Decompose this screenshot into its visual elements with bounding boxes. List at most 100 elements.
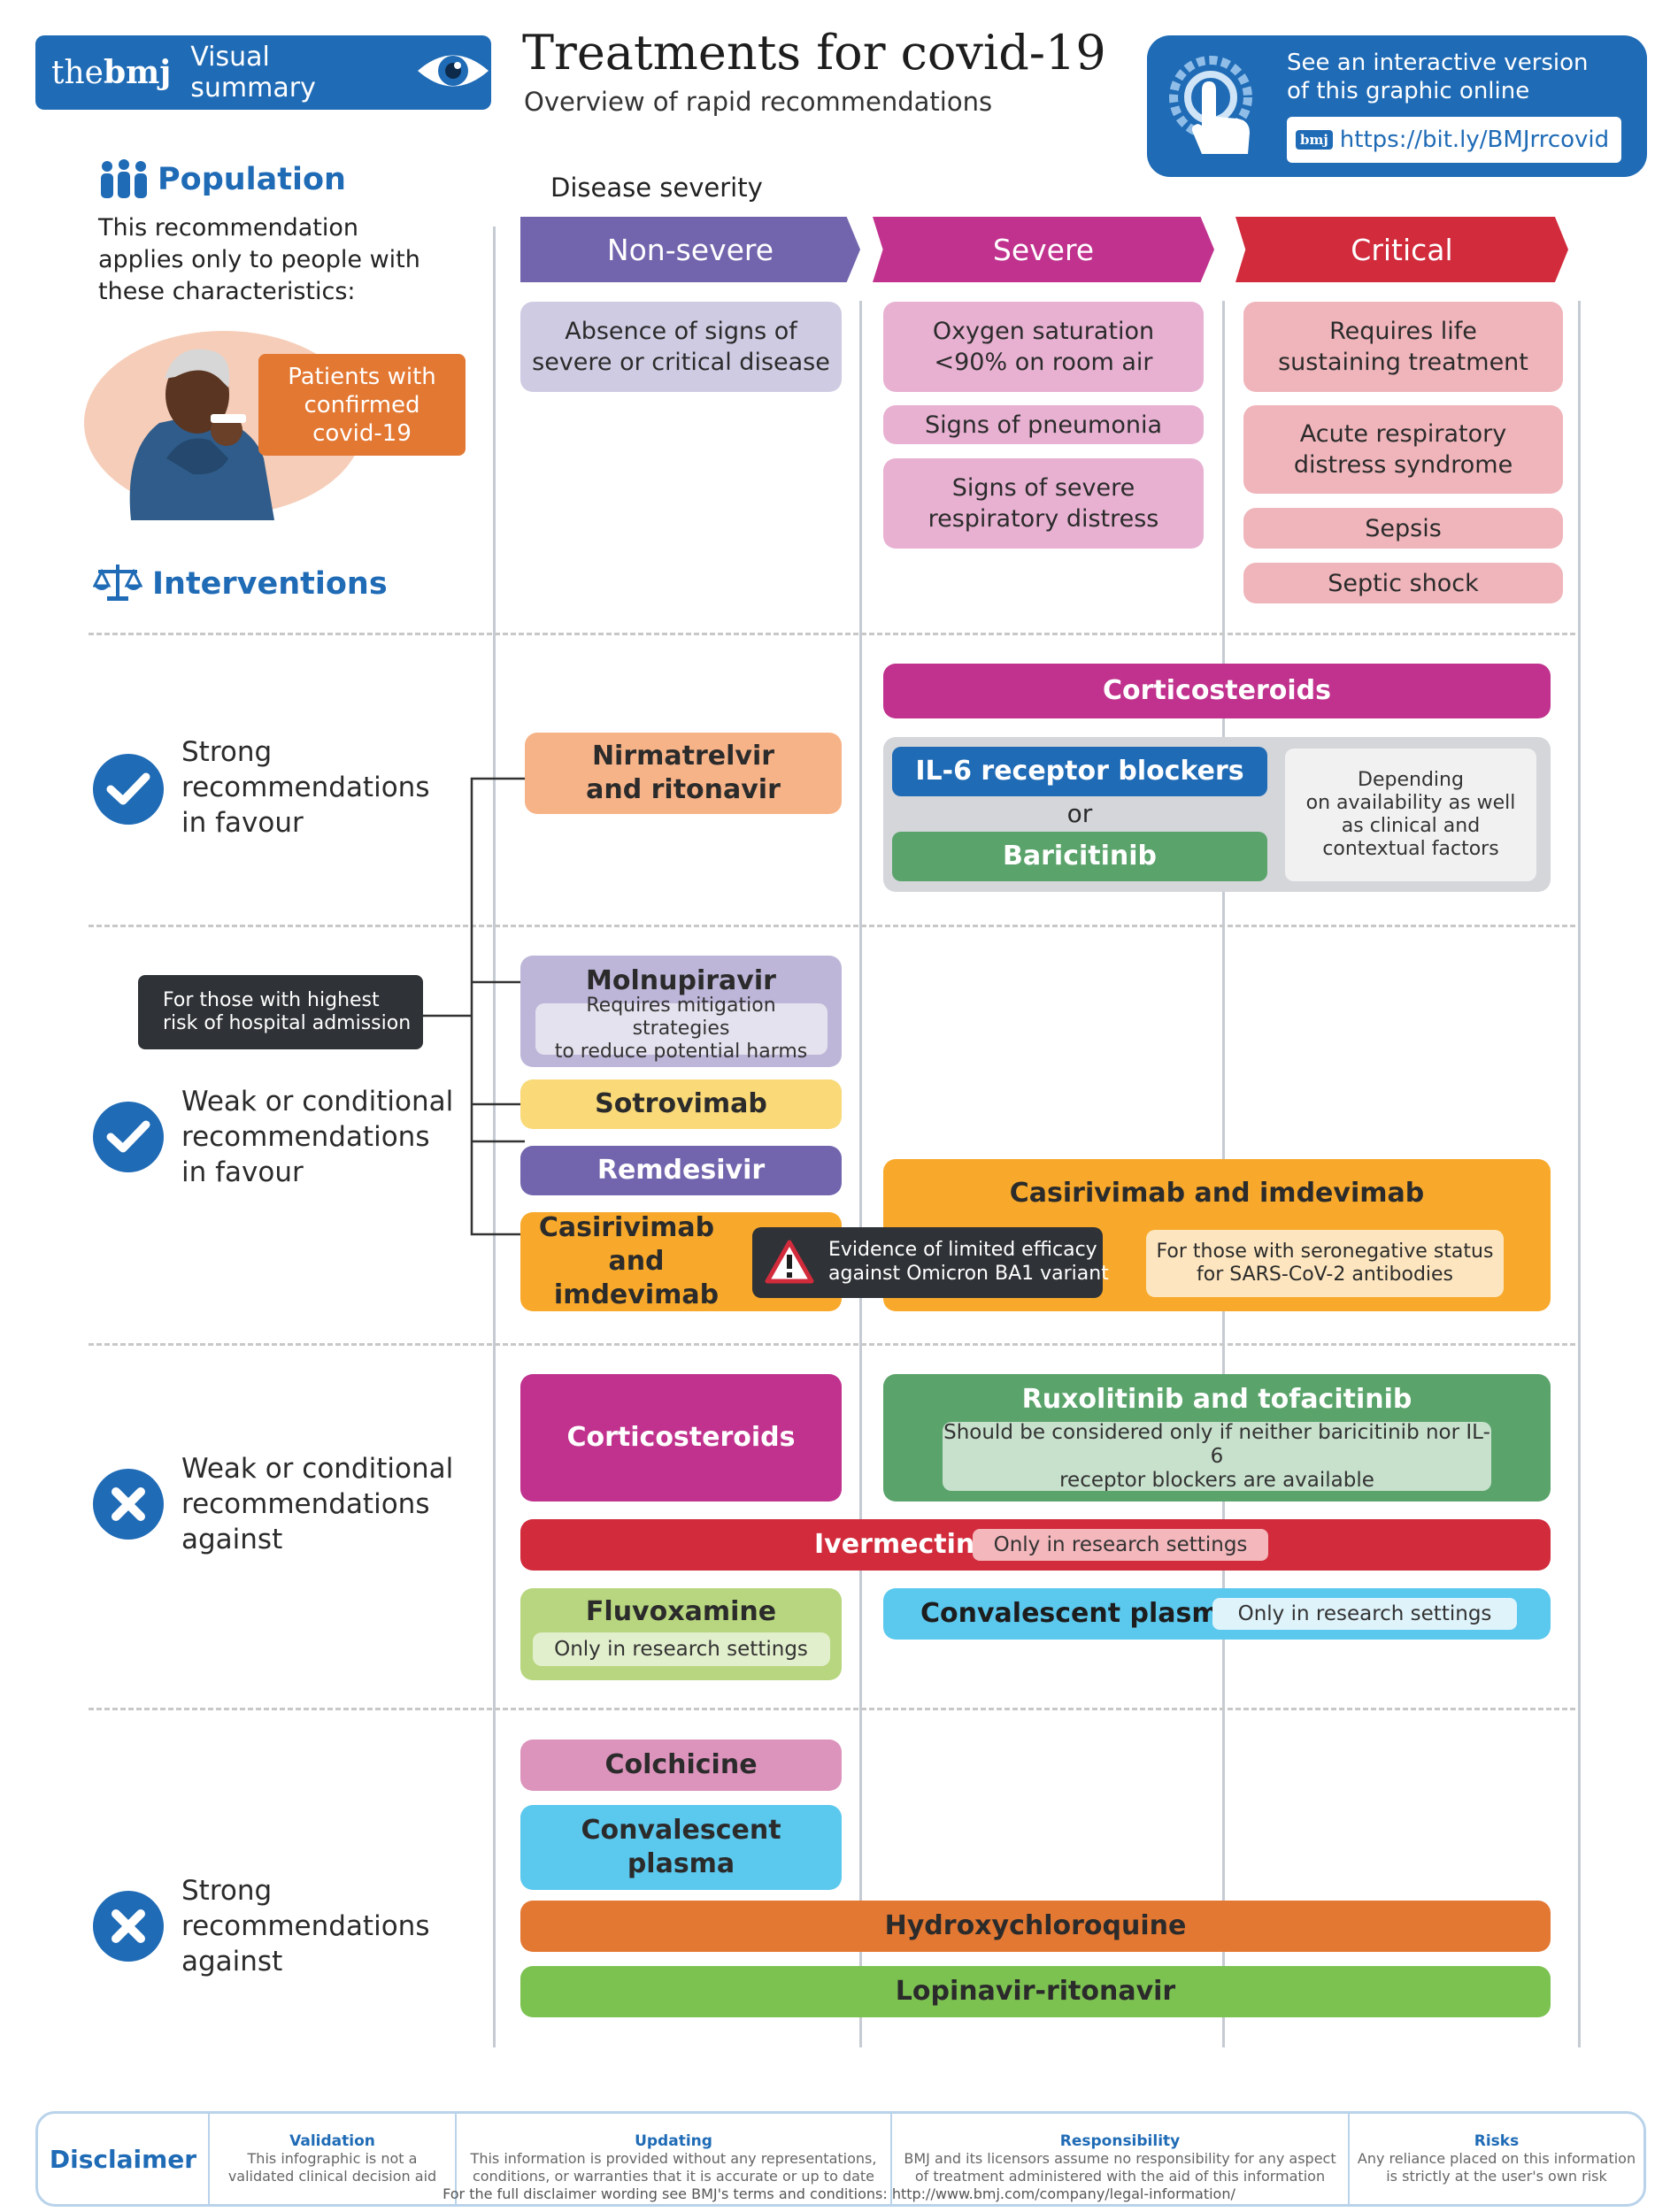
column-divider	[493, 227, 496, 2047]
casirivimab-severe-label: Casirivimab and imdevimab	[1009, 1178, 1425, 1209]
drug-line: and ritonavir	[586, 774, 781, 805]
interactive-version-panel[interactable]: See an interactive version of this graph…	[1147, 35, 1647, 177]
drug-corticosteroids-non-severe[interactable]: Corticosteroids	[520, 1374, 842, 1502]
drug-colchicine[interactable]: Colchicine	[520, 1740, 842, 1791]
criteria-severe-pneumonia: Signs of pneumonia	[883, 405, 1204, 444]
visual-summary-label: Visual summary	[190, 42, 316, 104]
convalescent-severe-label: Convalescent plasma	[920, 1598, 1237, 1629]
seronegative-note: For those with seronegative status for S…	[1146, 1230, 1504, 1297]
disclaimer-line: validated clinical decision aid	[227, 2168, 437, 2185]
drug-ruxolitinib-tofacitinib[interactable]: Ruxolitinib and tofacitinib Should be co…	[883, 1374, 1551, 1502]
criteria-line: distress syndrome	[1293, 451, 1513, 479]
note-line: for SARS-CoV-2 antibodies	[1196, 1263, 1454, 1286]
disclaimer-footer-link[interactable]: For the full disclaimer wording see BMJ'…	[443, 2185, 1235, 2202]
note-line: Should be considered only if neither bar…	[943, 1420, 1490, 1468]
highest-risk-note: For those with highest risk of hospital …	[138, 975, 423, 1049]
drug-nirmatrelvir-ritonavir[interactable]: Nirmatrelvir and ritonavir	[525, 733, 842, 814]
drug-sotrovimab[interactable]: Sotrovimab	[520, 1079, 842, 1129]
page-subtitle: Overview of rapid recommendations	[524, 87, 993, 117]
criteria-critical-sepsis: Sepsis	[1243, 508, 1563, 549]
drug-label: Molnupiravir	[586, 965, 776, 996]
disclaimer-panel: Disclaimer Validation This infographic i…	[35, 2111, 1646, 2207]
disclaimer-line: This infographic is not a	[247, 2150, 418, 2167]
criteria-severe-oxygen: Oxygen saturation <90% on room air	[883, 302, 1204, 392]
badge-line: covid-19	[312, 419, 412, 447]
check-icon	[93, 1102, 164, 1172]
criteria-line: sustaining treatment	[1278, 349, 1528, 376]
criteria-line: Absence of signs of	[565, 318, 797, 345]
cross-icon	[93, 1891, 164, 1962]
molnupiravir-note: Requires mitigation strategies to reduce…	[535, 995, 827, 1063]
page-title: Treatments for covid-19	[522, 25, 1106, 81]
population-description: This recommendation applies only to peop…	[98, 212, 420, 308]
row-label-weak-against: Weak or conditional recommendations agai…	[181, 1451, 453, 1557]
section-divider	[89, 1343, 1575, 1346]
disclaimer-line: Any reliance placed on this information	[1357, 2150, 1636, 2167]
touch-hand-icon	[1166, 55, 1264, 165]
drug-lopinavir-ritonavir[interactable]: Lopinavir-ritonavir	[520, 1966, 1551, 2017]
bmj-logo: thebmj	[51, 54, 171, 91]
row-label-line: Strong	[181, 1875, 273, 1907]
drug-label: Colchicine	[604, 1749, 758, 1780]
note-line: to reduce potential harms	[554, 1041, 808, 1063]
disclaimer-heading: Responsibility	[1059, 2132, 1181, 2150]
note-line: on availability as well	[1305, 792, 1516, 814]
disclaimer-line: BMJ and its licensors assume no responsi…	[904, 2150, 1336, 2167]
population-desc-line: applies only to people with	[98, 246, 420, 273]
warning-text: Evidence of limited efficacy against Omi…	[828, 1238, 1109, 1286]
criteria-line: respiratory distress	[928, 505, 1159, 533]
section-divider	[89, 925, 1575, 927]
drug-line: Nirmatrelvir	[591, 741, 775, 772]
header-non-severe: Non-severe	[520, 217, 860, 282]
badge-line: Patients with	[288, 363, 436, 390]
disclaimer-title: Disclaimer	[38, 2114, 210, 2204]
row-label-strong-for: Strong recommendations in favour	[181, 734, 429, 841]
eye-icon	[415, 49, 491, 96]
drug-baricitinib[interactable]: Baricitinib	[892, 832, 1267, 881]
interactive-url[interactable]: https://bit.ly/BMJrrcovid	[1339, 127, 1610, 153]
column-divider	[1578, 301, 1581, 2047]
disease-severity-label: Disease severity	[550, 173, 763, 203]
row-label-line: in favour	[181, 807, 304, 839]
row-label-line: against	[181, 1524, 283, 1555]
row-label-line: in favour	[181, 1156, 304, 1188]
disclaimer-heading: Risks	[1474, 2132, 1520, 2150]
drug-remdesivir[interactable]: Remdesivir	[520, 1146, 842, 1195]
convalescent-research-note: Only in research settings	[1212, 1598, 1517, 1630]
drug-molnupiravir[interactable]: Molnupiravir Requires mitigation strateg…	[520, 956, 842, 1067]
drug-il6-receptor-blockers[interactable]: IL-6 receptor blockers	[892, 747, 1267, 796]
logo-bmj: bmj	[103, 54, 172, 91]
people-icon	[99, 159, 149, 204]
drug-fluvoxamine[interactable]: Fluvoxamine Only in research settings	[520, 1588, 842, 1680]
header-critical: Critical	[1235, 217, 1568, 282]
disclaimer-heading: Validation	[289, 2132, 375, 2150]
criteria-line: Requires life	[1329, 318, 1477, 345]
disclaimer-heading: Updating	[635, 2132, 712, 2150]
ruxolitinib-note: Should be considered only if neither bar…	[943, 1420, 1491, 1492]
disclaimer-responsibility: Responsibility BMJ and its licensors ass…	[892, 2114, 1350, 2204]
note-line: Requires mitigation strategies	[586, 995, 776, 1040]
drug-label: Baricitinib	[1003, 841, 1157, 872]
row-label-line: recommendations	[181, 772, 430, 803]
note-line: receptor blockers are available	[1059, 1468, 1374, 1492]
drug-label: Sotrovimab	[595, 1088, 767, 1119]
drug-line: Convalescent	[581, 1815, 781, 1846]
drug-label: Hydroxychloroquine	[884, 1910, 1187, 1941]
drug-convalescent-plasma-non-severe[interactable]: Convalescent plasma	[520, 1805, 842, 1890]
note-line: contextual factors	[1322, 838, 1499, 860]
row-label-weak-for: Weak or conditional recommendations in f…	[181, 1084, 453, 1190]
note-line: For those with seronegative status	[1156, 1240, 1494, 1263]
population-heading: Population	[158, 162, 346, 197]
criteria-non-severe: Absence of signs of severe or critical d…	[520, 302, 842, 392]
criteria-line: Acute respiratory	[1299, 420, 1507, 448]
drug-hydroxychloroquine[interactable]: Hydroxychloroquine	[520, 1901, 1551, 1952]
drug-corticosteroids-severe-critical[interactable]: Corticosteroids	[883, 664, 1551, 718]
row-label-line: Weak or conditional	[181, 1086, 454, 1118]
column-divider	[859, 301, 862, 2047]
drug-label: Fluvoxamine	[585, 1596, 777, 1627]
interactive-link[interactable]: bmj https://bit.ly/BMJrrcovid	[1287, 117, 1621, 163]
warning-icon	[765, 1240, 814, 1287]
logo-the: the	[51, 55, 104, 91]
bmj-badge-icon: bmj	[1296, 130, 1333, 150]
criteria-line: Signs of severe	[951, 474, 1135, 502]
